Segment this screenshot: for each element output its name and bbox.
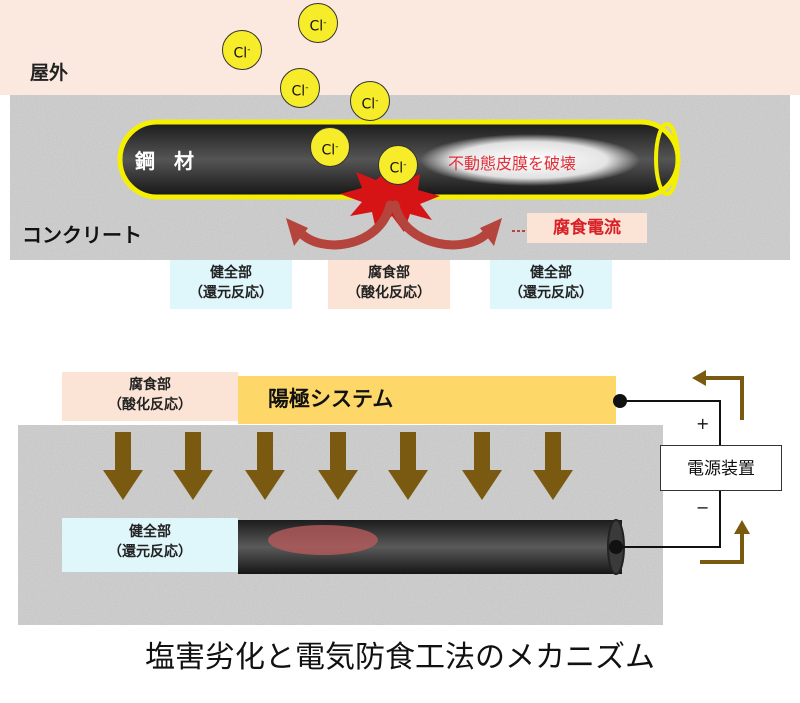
corrosion-current-label: 腐食電流	[527, 213, 647, 243]
cl-charge: -	[375, 96, 379, 106]
corrosion-spot	[268, 525, 378, 555]
healthy-part-box: 健全部 （還元反応）	[62, 518, 238, 572]
cl-charge: -	[323, 18, 327, 28]
positive-terminal-label: +	[696, 414, 710, 433]
steel-bar-bottom	[238, 519, 625, 575]
diagram-caption: 塩害劣化と電気防食工法のメカニズム	[145, 640, 655, 675]
down-arrow-icon	[173, 432, 213, 500]
concrete-label: コンクリート	[22, 223, 142, 247]
cl-charge: -	[335, 142, 339, 152]
power-supply-box: 電源装置	[660, 445, 782, 491]
zone-reaction: （酸化反応）	[108, 397, 192, 413]
chloride-ion-icon: Cl-	[378, 145, 418, 185]
cl-charge: -	[305, 83, 309, 93]
corrosion-burst-icon	[340, 168, 440, 232]
down-arrow-icon	[462, 432, 502, 500]
chloride-ion-icon: Cl-	[280, 68, 320, 108]
down-arrow-icon	[388, 432, 428, 500]
cl-charge: -	[247, 45, 251, 55]
zone-title: 腐食部	[368, 265, 410, 281]
down-arrow-icon	[318, 432, 358, 500]
zone-reaction: （酸化反応）	[347, 285, 431, 301]
zone-title: 健全部	[530, 265, 572, 281]
cl-symbol: Cl	[291, 83, 306, 100]
protection-current-arrows	[103, 432, 573, 500]
zone-title: 健全部	[129, 524, 171, 540]
anode-system-label: 陽極システム	[268, 387, 394, 411]
zone-reaction: （還元反応）	[509, 285, 593, 301]
zone-reaction: （還元反応）	[189, 285, 273, 301]
healthy-zone-right: 健全部 （還元反応）	[490, 260, 612, 309]
zone-reaction: （還元反応）	[108, 544, 192, 560]
outdoor-label: 屋外	[30, 62, 69, 84]
cl-charge: -	[403, 160, 407, 170]
down-arrow-icon	[103, 432, 143, 500]
chloride-ion-icon: Cl-	[222, 30, 262, 70]
corroded-part-box: 腐食部 （酸化反応）	[62, 372, 238, 421]
cl-symbol: Cl	[309, 18, 324, 35]
negative-terminal-label: −	[696, 498, 710, 517]
healthy-zone-left: 健全部 （還元反応）	[170, 260, 292, 309]
circuit-wiring	[620, 400, 721, 548]
corrosion-zone: 腐食部 （酸化反応）	[328, 260, 450, 309]
zone-title: 健全部	[210, 265, 252, 281]
cl-symbol: Cl	[361, 96, 376, 113]
chloride-ion-icon: Cl-	[298, 3, 338, 43]
outdoor-zone	[0, 0, 800, 95]
down-arrow-icon	[245, 432, 285, 500]
chloride-ion-icon: Cl-	[350, 81, 390, 121]
anode-terminal	[613, 394, 627, 408]
steel-terminal	[609, 540, 623, 554]
zone-title: 腐食部	[129, 377, 171, 393]
anode-system-bar	[238, 376, 616, 424]
corrosion-current-arrows	[286, 200, 528, 250]
chloride-ion-icon: Cl-	[310, 127, 350, 167]
cl-symbol: Cl	[233, 45, 248, 62]
down-arrow-icon	[533, 432, 573, 500]
cl-symbol: Cl	[321, 142, 336, 159]
steel-label: 鋼 材	[135, 149, 200, 173]
cl-symbol: Cl	[389, 160, 404, 177]
passive-film-label: 不動態皮膜を破壊	[448, 154, 577, 173]
current-flow-arrows	[692, 370, 750, 564]
